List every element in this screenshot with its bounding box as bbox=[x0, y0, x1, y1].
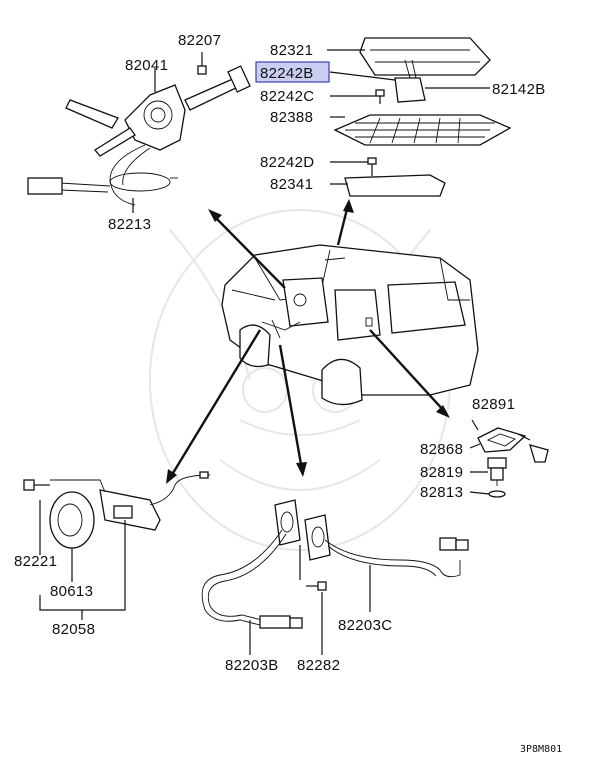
harness-82203B[interactable] bbox=[201, 529, 303, 629]
label-82242B[interactable]: 82242B bbox=[260, 65, 314, 82]
label-82213[interactable]: 82213 bbox=[108, 216, 151, 233]
label-82221[interactable]: 82221 bbox=[14, 553, 57, 570]
leader-82891b bbox=[517, 433, 531, 441]
switch-pad-82868[interactable] bbox=[477, 427, 527, 453]
label-82282[interactable]: 82282 bbox=[297, 657, 340, 674]
highlight-82242B bbox=[255, 61, 330, 83]
label-82207[interactable]: 82207 bbox=[178, 32, 221, 49]
leader-82868 bbox=[469, 443, 481, 449]
cover-82341[interactable] bbox=[344, 174, 446, 197]
label-82868[interactable]: 82868 bbox=[420, 441, 463, 458]
harness-82203C[interactable] bbox=[324, 537, 469, 578]
room-lamp-housing[interactable] bbox=[359, 37, 491, 103]
label-82242D[interactable]: 82242D bbox=[260, 154, 314, 171]
label-82891[interactable]: 82891 bbox=[472, 396, 515, 413]
screw-82207[interactable] bbox=[197, 52, 207, 75]
lamp-lens-80613[interactable] bbox=[49, 491, 95, 549]
label-82142B[interactable]: 82142B bbox=[492, 81, 546, 98]
diagram-code: 3P8M801 bbox=[520, 744, 562, 755]
screw-82221[interactable] bbox=[23, 479, 50, 491]
switch-plate-left[interactable] bbox=[274, 499, 301, 546]
lamp-socket-82058[interactable] bbox=[99, 471, 211, 531]
ring-82813[interactable] bbox=[488, 490, 506, 498]
screw-82242D[interactable] bbox=[367, 157, 377, 176]
label-82058[interactable]: 82058 bbox=[52, 621, 95, 638]
label-82813[interactable]: 82813 bbox=[420, 484, 463, 501]
lamp-lens-82388[interactable] bbox=[333, 114, 512, 146]
label-80613[interactable]: 80613 bbox=[50, 583, 93, 600]
label-82321[interactable]: 82321 bbox=[270, 42, 313, 59]
label-82203B[interactable]: 82203B bbox=[225, 657, 279, 674]
van-body bbox=[221, 244, 479, 406]
label-82341[interactable]: 82341 bbox=[270, 176, 313, 193]
label-82242C[interactable]: 82242C bbox=[260, 88, 314, 105]
screw-82242C[interactable] bbox=[375, 89, 385, 104]
combination-switch-assembly[interactable] bbox=[27, 65, 251, 206]
label-82041[interactable]: 82041 bbox=[125, 57, 168, 74]
label-82819[interactable]: 82819 bbox=[420, 464, 463, 481]
bracket-outline bbox=[50, 479, 106, 493]
leader-82242B bbox=[329, 71, 396, 81]
screw-82282[interactable] bbox=[299, 545, 327, 591]
door-switch-82819[interactable] bbox=[487, 457, 507, 486]
label-82388[interactable]: 82388 bbox=[270, 109, 313, 126]
label-82203C[interactable]: 82203C bbox=[338, 617, 392, 634]
callout-arrows bbox=[166, 199, 450, 484]
leader-82891 bbox=[471, 419, 479, 431]
cap-82891[interactable] bbox=[529, 444, 549, 463]
leader-82813 bbox=[469, 491, 490, 495]
switch-plate-right[interactable] bbox=[304, 514, 331, 561]
